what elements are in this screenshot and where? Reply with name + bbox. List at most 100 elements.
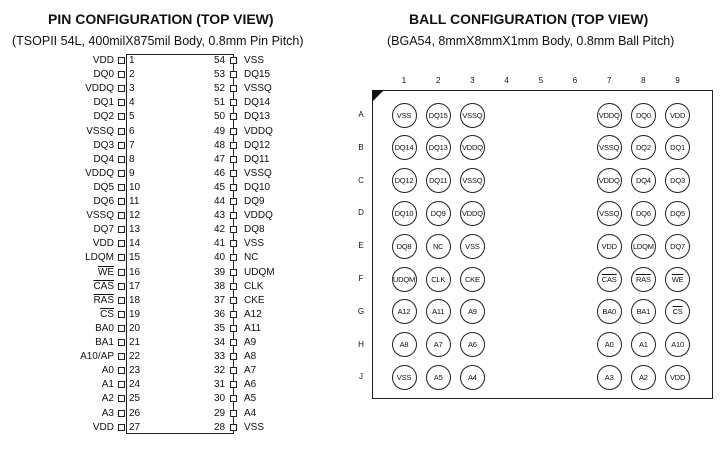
- ball-row-label: A: [358, 110, 364, 119]
- pin-name: A5: [244, 393, 257, 405]
- ball-signal-label: VSS: [465, 241, 480, 251]
- pin-number: 45: [214, 181, 226, 193]
- ball-C7: VDDQ: [596, 168, 622, 194]
- pin-pad: [230, 240, 237, 248]
- pin-number: 34: [214, 337, 226, 348]
- ball-G9: CS: [665, 299, 691, 325]
- pin-number: 6: [129, 125, 135, 137]
- pin-pad: [118, 99, 125, 107]
- pin-pad: [230, 226, 237, 234]
- pin-pad: [118, 85, 125, 93]
- ball-signal-label: DQ4: [635, 176, 651, 186]
- ball-J2: A5: [425, 364, 451, 390]
- pin-number: 20: [129, 322, 141, 334]
- pin-name: BA1: [95, 337, 114, 348]
- pin-name: DQ14: [244, 97, 271, 109]
- ball-signal-label: DQ9: [430, 208, 446, 218]
- pin-number: 11: [129, 196, 140, 207]
- ball-column-label: 6: [572, 76, 578, 85]
- ball-row-label: E: [358, 241, 364, 251]
- ball-D3: VDDQ: [459, 200, 485, 226]
- ball-A1: VSS: [391, 102, 417, 128]
- pin-number: 5: [129, 111, 135, 123]
- pin-name: DQ12: [244, 139, 271, 151]
- pin-name: A9: [244, 337, 257, 348]
- ball-signal-label: DQ7: [670, 241, 685, 251]
- pin-name: VSSQ: [244, 167, 272, 179]
- pin-config-subtitle: (TSOPII 54L, 400milX875mil Body, 0.8mm P…: [12, 34, 304, 48]
- pin-pad: [230, 324, 237, 332]
- pin-name: A12: [244, 308, 262, 320]
- pin-pad: [230, 127, 237, 135]
- ball-C9: DQ3: [665, 168, 691, 194]
- ball-signal-label: A3: [604, 372, 614, 382]
- pin-number: 32: [214, 365, 226, 377]
- ball-F8: RAS: [630, 266, 656, 292]
- pin-name: A3: [101, 407, 114, 419]
- pin-pad: [118, 212, 125, 220]
- pin-pad: [230, 198, 237, 205]
- pin-pad: [230, 155, 237, 163]
- pin-name: A11: [244, 322, 262, 334]
- ball-signal-label: DQ8: [396, 241, 412, 251]
- pin-number: 46: [214, 167, 226, 179]
- pin-number: 4: [129, 97, 135, 109]
- pin-number: 30: [214, 393, 226, 405]
- pin-number: 10: [129, 181, 141, 193]
- pin-name: NC: [244, 252, 259, 264]
- ball-C3: VSSQ: [459, 168, 485, 194]
- ball-row-label: D: [358, 208, 364, 218]
- ball-column-label: 7: [606, 76, 612, 85]
- pin-pad: [118, 381, 125, 389]
- pin-name: DQ5: [93, 181, 114, 193]
- ball-signal-label: VDDQ: [461, 208, 483, 218]
- pin-pad: [118, 57, 125, 64]
- ball-signal-label: A7: [433, 340, 443, 350]
- ball-signal-label: A5: [433, 372, 443, 382]
- ball-signal-label: WE: [671, 274, 684, 284]
- pin-name: VDD: [92, 421, 114, 433]
- pin-name: DQ3: [93, 139, 114, 151]
- pin-name: CLK: [244, 280, 264, 292]
- ball-A3: VSSQ: [459, 102, 485, 128]
- pin-name: A7: [244, 365, 257, 377]
- pin-number: 21: [129, 337, 141, 348]
- ball-signal-label: CS: [672, 307, 683, 317]
- pin-number: 7: [129, 139, 135, 151]
- pin-number: 9: [129, 167, 135, 179]
- ball-A2: DQ15: [425, 102, 451, 128]
- ball-J3: A4: [459, 364, 485, 390]
- pin-name: DQ9: [244, 196, 265, 207]
- ball-H3: A6: [459, 332, 485, 358]
- ball-signal-label: A1: [639, 340, 648, 350]
- ball-signal-label: DQ10: [394, 208, 414, 218]
- pin-name: VSS: [244, 421, 265, 433]
- pin-number: 33: [214, 351, 226, 363]
- pin-number: 25: [129, 393, 141, 405]
- pin-number: 41: [214, 238, 226, 250]
- pin-34: A9 34: [214, 336, 314, 350]
- pin-name: DQ8: [244, 224, 265, 236]
- pin-pad: [118, 113, 125, 121]
- ball-G1: A12: [391, 299, 417, 325]
- pin-name: RAS: [93, 294, 114, 306]
- ball-E8: LDQM: [630, 233, 656, 259]
- pin-pad: [230, 282, 237, 290]
